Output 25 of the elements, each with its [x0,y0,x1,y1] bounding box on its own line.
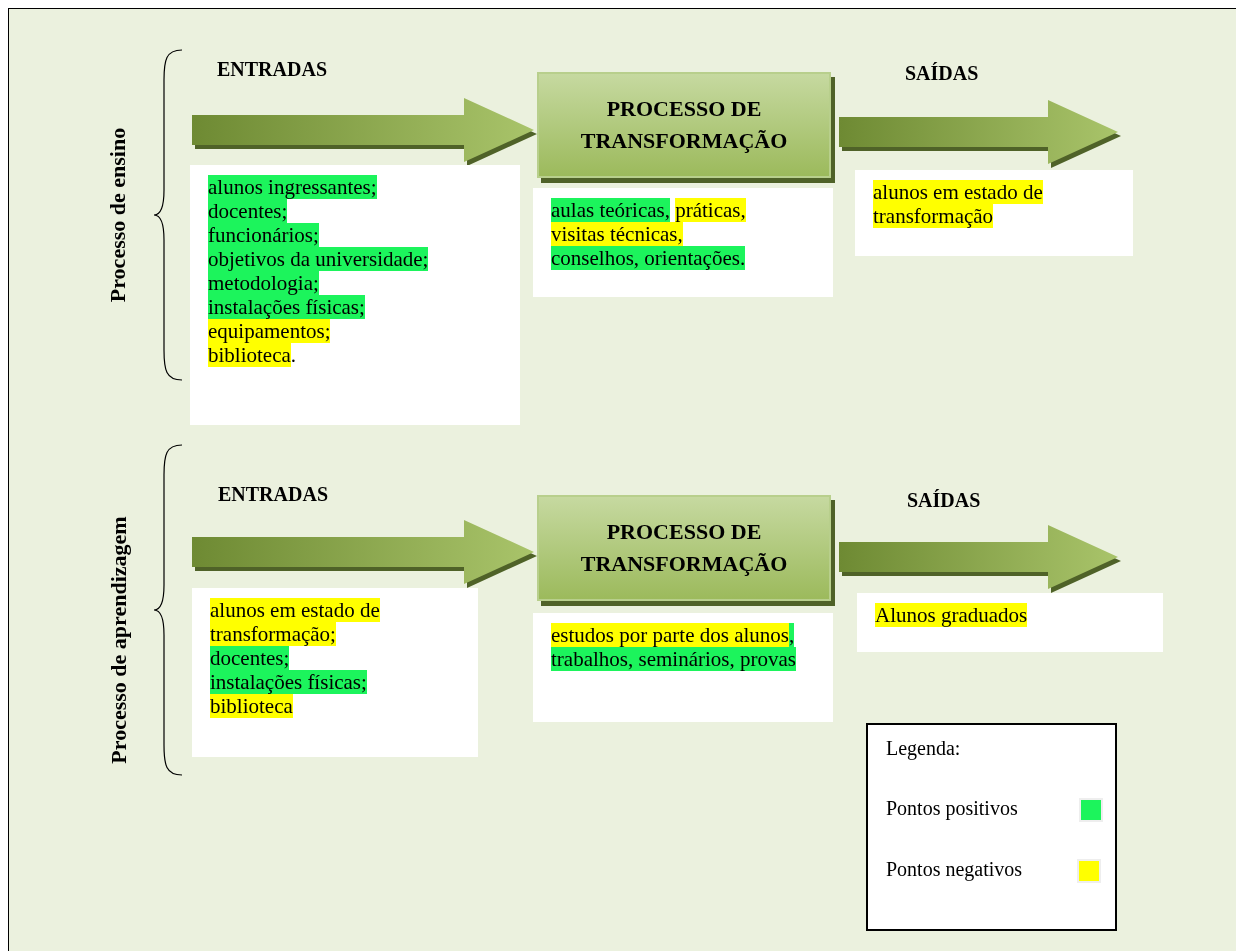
section-heading: SAÍDAS [905,62,979,85]
block-arrow [192,98,537,166]
highlighted-text: alunos ingressantes; docentes; funcionários; objetivos da universidade; metodologia; instalações físicas; equipamentos; biblioteca. [208,175,430,367]
process-label: Processo de aprendizagem [105,516,132,764]
highlighted-text: alunos em estado de transformação; docentes; instalações físicas; biblioteca [210,598,381,718]
block-arrow [192,520,537,588]
section-heading: ENTRADAS [217,58,328,81]
text-box [190,165,520,425]
legend-text: Pontos positivos [886,797,1018,820]
text-box [533,613,833,722]
legend-text: Pontos negativos [886,858,1023,881]
section-heading: ENTRADAS [218,483,329,506]
text-box [857,593,1163,652]
block-arrow [839,100,1121,168]
highlighted-text: aulas teóricas, práticas, visitas técnicas, conselhos, orientações. [551,198,747,270]
text-box [192,588,478,757]
highlighted-text: estudos por parte dos alunos, trabalhos, seminários, provas [551,623,797,671]
section-heading: SAÍDAS [907,489,981,512]
text-box [533,188,833,297]
highlighted-text: alunos em estado de transformação [873,180,1044,228]
text-box [855,170,1133,256]
block-arrow [839,525,1121,593]
highlighted-text: Alunos graduados [875,603,1029,627]
process-label: Processo de ensino [105,127,132,303]
legend-title: Legenda: [886,737,961,760]
